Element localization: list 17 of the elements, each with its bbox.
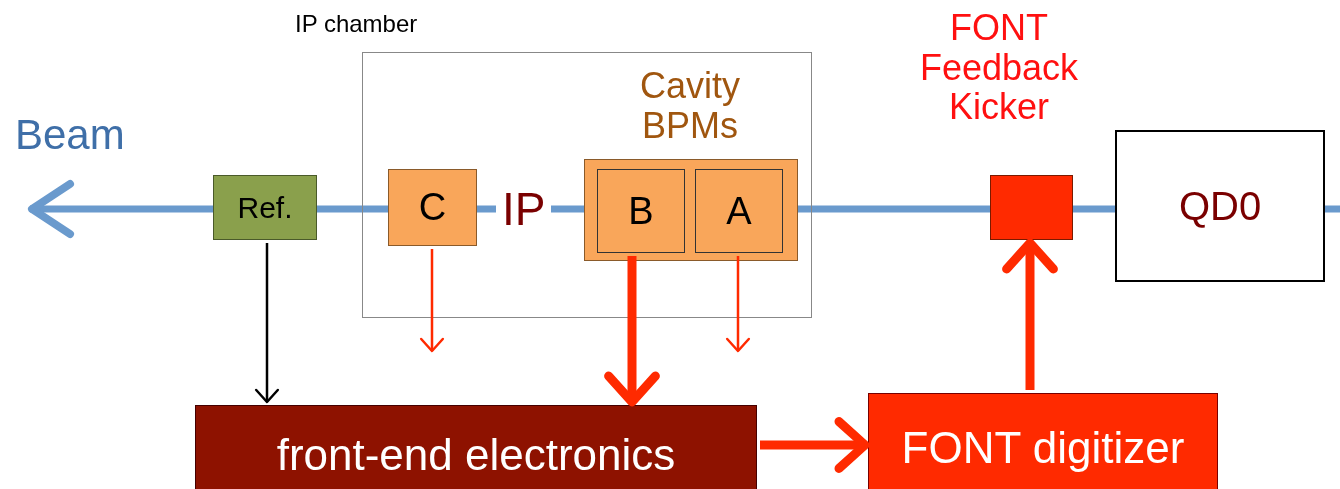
arrow bbox=[419, 249, 445, 353]
digitizer-box: FONT digitizer bbox=[868, 393, 1218, 489]
reference-box: Ref. bbox=[213, 175, 317, 240]
bpm-box: A bbox=[695, 169, 783, 253]
bpm-box: B bbox=[597, 169, 685, 253]
arrow bbox=[760, 417, 870, 473]
bpm-group-label: Cavity BPMs bbox=[639, 66, 741, 146]
arrow bbox=[254, 243, 280, 404]
kicker-label: FONT Feedback Kicker bbox=[918, 8, 1080, 127]
electronics-box: front-end electronics bbox=[195, 405, 757, 489]
arrow bbox=[604, 256, 660, 407]
beam-label: Beam bbox=[15, 112, 125, 159]
bpm-box: C bbox=[388, 169, 477, 246]
magnet-box: QD0 bbox=[1115, 130, 1325, 282]
arrow bbox=[1002, 238, 1058, 390]
chamber-label: IP chamber bbox=[295, 11, 418, 38]
arrow bbox=[725, 256, 751, 353]
